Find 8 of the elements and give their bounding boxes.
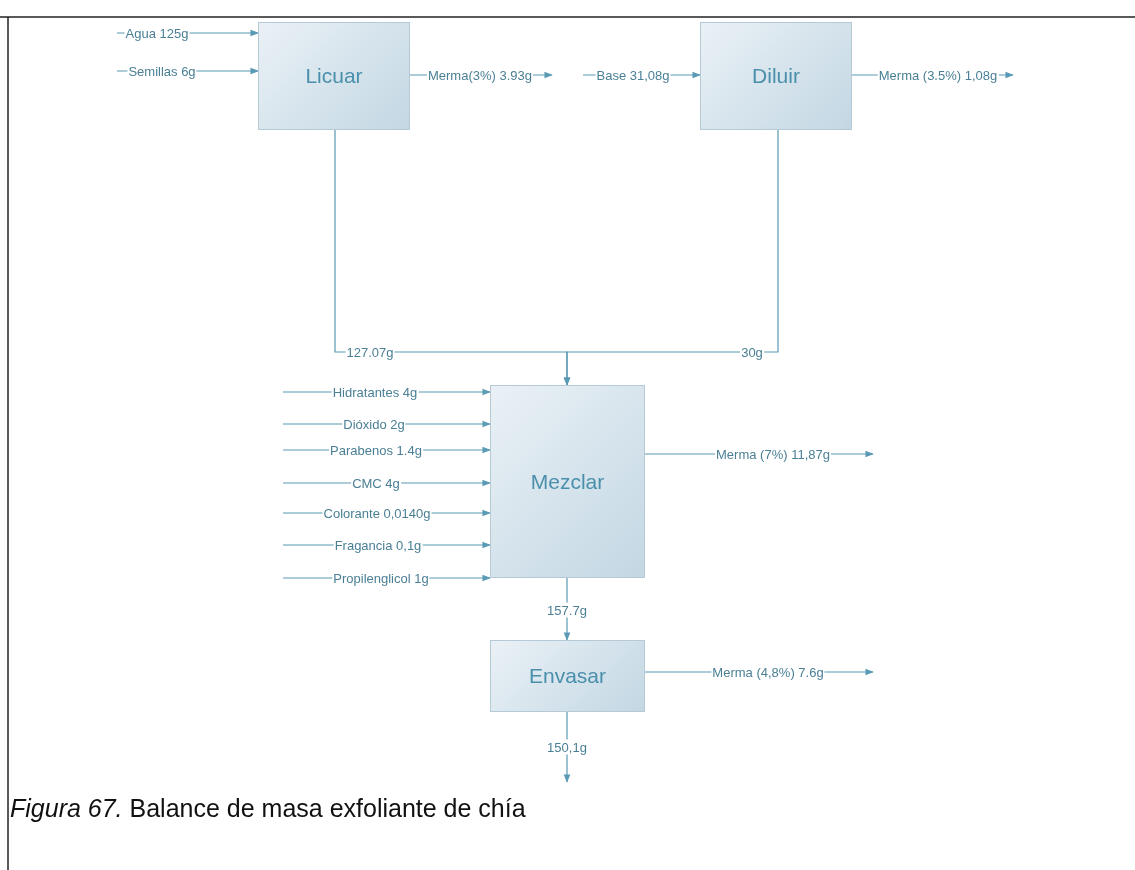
process-box: Diluir [700, 22, 852, 130]
edge-label: 157.7g [546, 602, 588, 618]
process-box: Mezclar [490, 385, 645, 578]
arrow [563, 129, 779, 386]
figure-caption: Figura 67. Balance de masa exfoliante de chía [10, 794, 526, 823]
process-box: Envasar [490, 640, 645, 712]
process-box: Licuar [258, 22, 410, 130]
edge-label: 150,1g [546, 739, 588, 755]
